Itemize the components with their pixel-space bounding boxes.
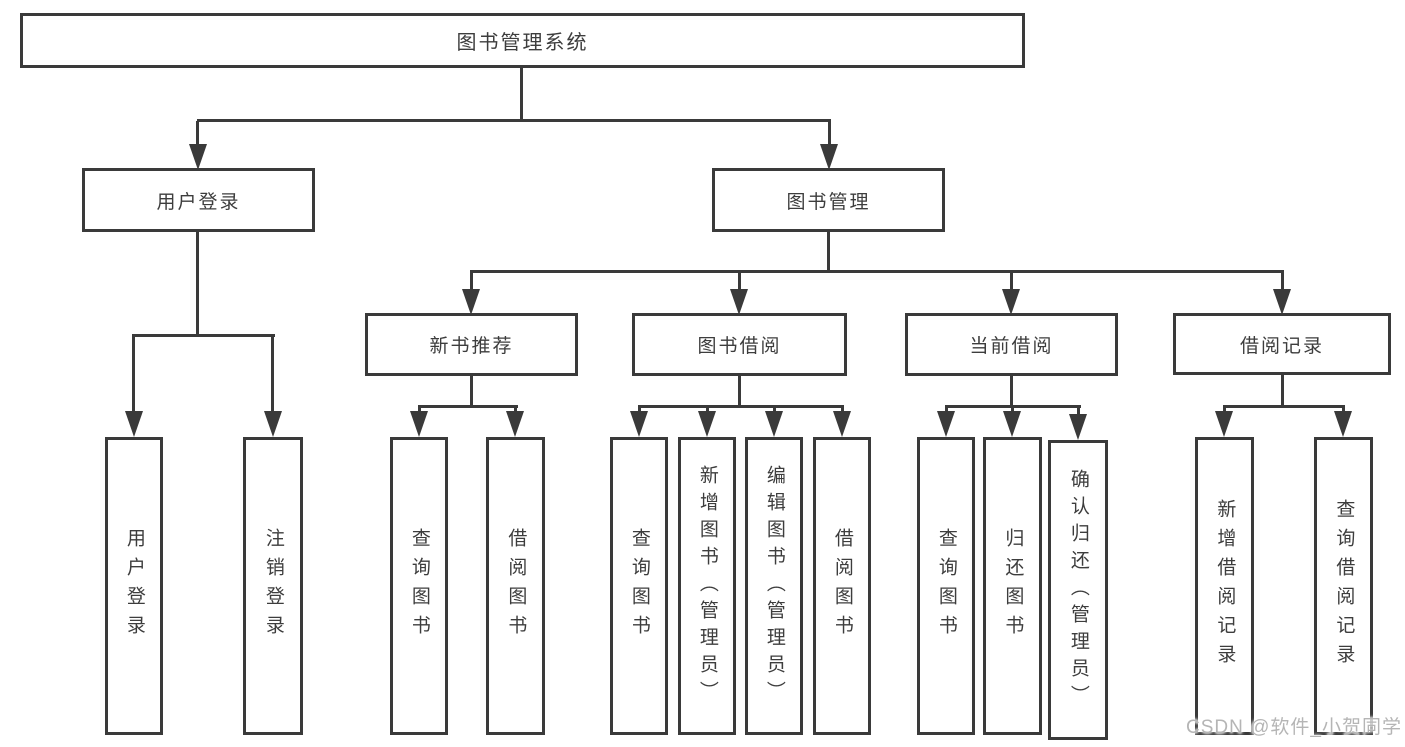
arrow-down-icon — [1334, 411, 1352, 437]
connector-line — [1223, 407, 1226, 413]
connector-line — [470, 270, 1284, 273]
connector-line — [418, 405, 518, 408]
arrow-down-icon — [833, 411, 851, 437]
node-label: 新增借阅记录 — [1214, 499, 1236, 673]
leaf-borrow-books-recommend: 借阅图书 — [486, 437, 545, 735]
arrow-down-icon — [410, 411, 428, 437]
arrow-down-icon — [462, 289, 480, 315]
node-label: 图书管理 — [786, 191, 871, 213]
node-label: 查询图书 — [408, 528, 430, 644]
node-label: 归还图书 — [1002, 528, 1024, 644]
connector-line — [706, 407, 709, 413]
connector-line — [197, 119, 831, 122]
node-label: 用户登录 — [156, 191, 241, 213]
node-current-borrowing: 当前借阅 — [905, 313, 1118, 376]
connector-line — [638, 407, 641, 413]
connector-line — [470, 272, 473, 290]
connector-line — [1281, 272, 1284, 290]
connector-line — [1223, 405, 1345, 408]
connector-line — [1011, 407, 1014, 413]
connector-line — [1010, 376, 1013, 408]
arrow-down-icon — [1273, 289, 1291, 315]
leaf-confirm-return-admin: 确认归还（管理员） — [1048, 440, 1108, 740]
arrow-down-icon — [506, 411, 524, 437]
node-library-management-system: 图书管理系统 — [20, 13, 1025, 68]
connector-line — [828, 121, 831, 146]
node-label: 新增图书（管理员） — [696, 464, 718, 708]
leaf-query-books-borrowing: 查询图书 — [610, 437, 668, 735]
arrow-down-icon — [1215, 411, 1233, 437]
connector-line — [841, 407, 844, 413]
connector-line — [196, 232, 199, 337]
leaf-add-books-admin: 新增图书（管理员） — [678, 437, 736, 735]
connector-line — [738, 272, 741, 290]
connector-line — [1077, 407, 1080, 416]
leaf-logout: 注销登录 — [243, 437, 303, 735]
connector-line — [418, 407, 421, 413]
node-new-book-recommendation: 新书推荐 — [365, 313, 578, 376]
connector-line — [196, 121, 199, 146]
node-label: 当前借阅 — [969, 336, 1054, 357]
node-label: 新书推荐 — [429, 336, 514, 357]
connector-line — [827, 232, 830, 273]
node-label: 图书管理系统 — [456, 32, 589, 54]
arrow-down-icon — [1002, 289, 1020, 315]
arrow-down-icon — [189, 144, 207, 170]
arrow-down-icon — [730, 289, 748, 315]
node-label: 图书借阅 — [697, 336, 782, 357]
connector-line — [271, 336, 274, 413]
node-user-login: 用户登录 — [82, 168, 315, 232]
node-label: 注销登录 — [262, 528, 284, 644]
connector-line — [520, 68, 523, 121]
arrow-down-icon — [125, 411, 143, 437]
connector-line — [1010, 272, 1013, 290]
arrow-down-icon — [937, 411, 955, 437]
arrow-down-icon — [1069, 414, 1087, 440]
leaf-query-books-recommend: 查询图书 — [390, 437, 448, 735]
connector-line — [945, 407, 948, 413]
node-label: 用户登录 — [123, 528, 145, 644]
arrow-down-icon — [820, 144, 838, 170]
node-label: 借阅图书 — [831, 528, 853, 644]
connector-line — [514, 407, 517, 413]
node-label: 借阅记录 — [1239, 335, 1324, 357]
arrow-down-icon — [630, 411, 648, 437]
connector-line — [470, 376, 473, 408]
node-label: 借阅图书 — [505, 528, 527, 644]
connector-line — [773, 407, 776, 413]
connector-line — [1281, 375, 1284, 408]
leaf-add-borrow-record: 新增借阅记录 — [1195, 437, 1254, 735]
node-label: 查询借阅记录 — [1333, 499, 1355, 673]
connector-line — [738, 376, 741, 408]
node-label: 确认归还（管理员） — [1067, 468, 1089, 712]
leaf-return-books: 归还图书 — [983, 437, 1042, 735]
node-borrowing-records: 借阅记录 — [1173, 313, 1391, 375]
leaf-edit-books-admin: 编辑图书（管理员） — [745, 437, 803, 735]
csdn-watermark: CSDN @软件_小贺同学 — [1186, 717, 1402, 738]
connector-line — [1342, 407, 1345, 413]
arrow-down-icon — [698, 411, 716, 437]
arrow-down-icon — [765, 411, 783, 437]
node-label: 查询图书 — [628, 528, 650, 644]
leaf-borrow-books-borrowing: 借阅图书 — [813, 437, 871, 735]
leaf-query-borrow-record: 查询借阅记录 — [1314, 437, 1373, 735]
arrow-down-icon — [264, 411, 282, 437]
node-label: 查询图书 — [935, 528, 957, 644]
connector-line — [945, 405, 1081, 408]
connector-line — [132, 334, 275, 337]
node-book-management: 图书管理 — [712, 168, 945, 232]
node-label: 编辑图书（管理员） — [763, 464, 785, 708]
leaf-query-books-current: 查询图书 — [917, 437, 975, 735]
leaf-user-login: 用户登录 — [105, 437, 163, 735]
arrow-down-icon — [1003, 411, 1021, 437]
connector-line — [132, 336, 135, 413]
node-book-borrowing: 图书借阅 — [632, 313, 847, 376]
connector-line — [638, 405, 844, 408]
